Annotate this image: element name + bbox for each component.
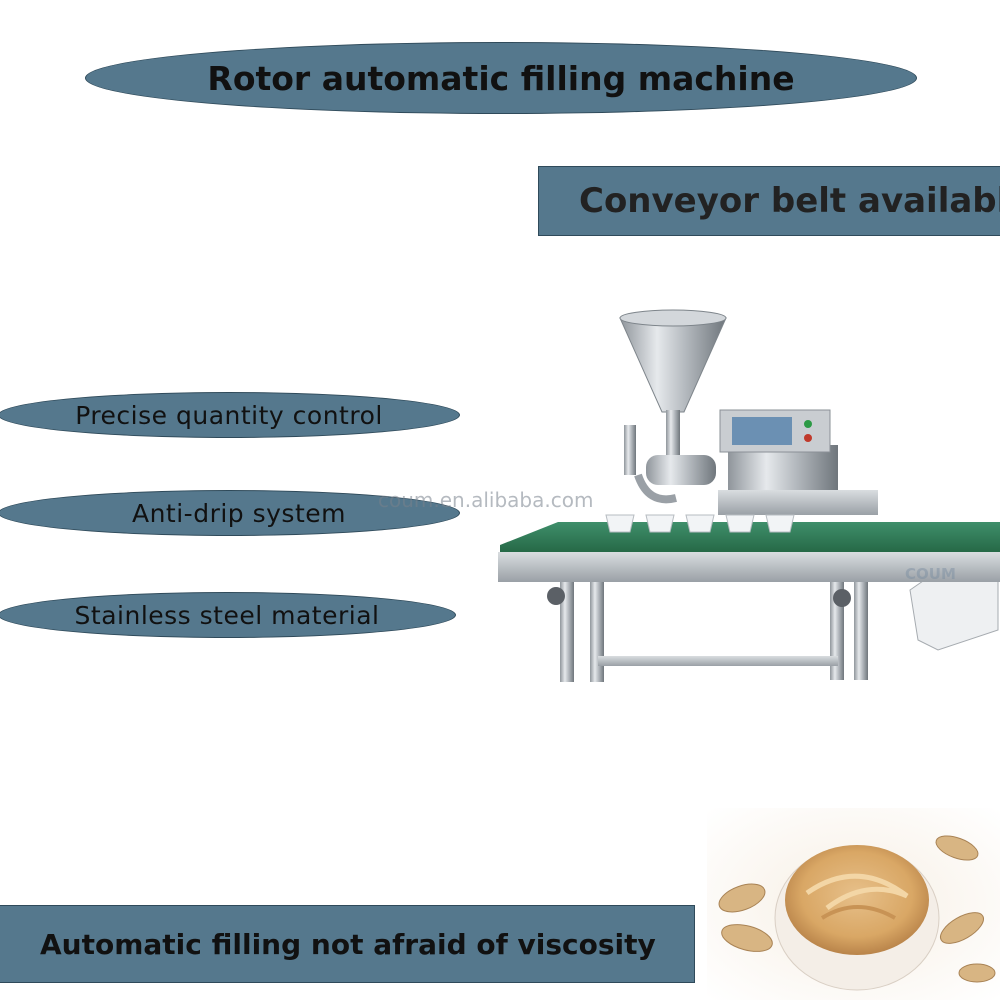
hopper xyxy=(619,317,727,413)
roller xyxy=(833,589,851,607)
feature-label: Anti-drip system xyxy=(131,498,346,528)
start-indicator xyxy=(804,420,812,428)
roller xyxy=(547,587,565,605)
feature-banner-anti-drip: Anti-drip system xyxy=(0,490,460,536)
touch-screen xyxy=(732,417,792,445)
feature-label: Stainless steel material xyxy=(74,600,380,630)
nozzle xyxy=(624,425,636,475)
cup xyxy=(645,514,675,533)
filling-machine-photo xyxy=(498,309,1000,682)
cup xyxy=(685,514,715,533)
tagline-banner: Automatic filling not afraid of viscosit… xyxy=(0,905,695,983)
peanut-butter-photo xyxy=(707,808,1000,1000)
feature-banner-quantity: Precise quantity control xyxy=(0,392,460,438)
hopper-rim xyxy=(619,309,727,327)
outlet-pipe xyxy=(634,473,677,504)
stop-indicator xyxy=(804,434,812,442)
cup xyxy=(725,514,755,533)
conveyor-frame xyxy=(498,552,1000,582)
rotor-pump xyxy=(646,455,716,485)
machine-crossbar xyxy=(598,656,838,666)
cup xyxy=(765,514,795,533)
title-banner: Rotor automatic filling machine xyxy=(85,42,917,114)
feature-label: Precise quantity control xyxy=(75,400,383,430)
peanut xyxy=(958,963,996,983)
conveyor-label: Conveyor belt available xyxy=(579,181,1000,221)
butter-swirl xyxy=(820,905,897,920)
conveyor-banner: Conveyor belt available xyxy=(538,166,1000,236)
butter-swirl xyxy=(805,873,909,911)
machine-watermark: COUM xyxy=(905,565,956,583)
machine-base xyxy=(718,490,878,515)
peanut xyxy=(718,883,766,913)
machine-leg xyxy=(854,580,868,680)
watermark: coum.en.alibaba.com xyxy=(378,488,594,512)
peanut xyxy=(940,912,984,944)
peanut xyxy=(721,924,773,952)
tagline-text: Automatic filling not afraid of viscosit… xyxy=(40,927,656,961)
feature-banner-material: Stainless steel material xyxy=(0,592,456,638)
feed-pipe xyxy=(666,410,680,458)
machine-leg xyxy=(590,580,604,682)
peanut-butter xyxy=(785,845,929,955)
peanut xyxy=(935,835,979,861)
machine-leg xyxy=(560,580,574,682)
cup xyxy=(605,514,635,533)
page-title: Rotor automatic filling machine xyxy=(207,58,795,98)
